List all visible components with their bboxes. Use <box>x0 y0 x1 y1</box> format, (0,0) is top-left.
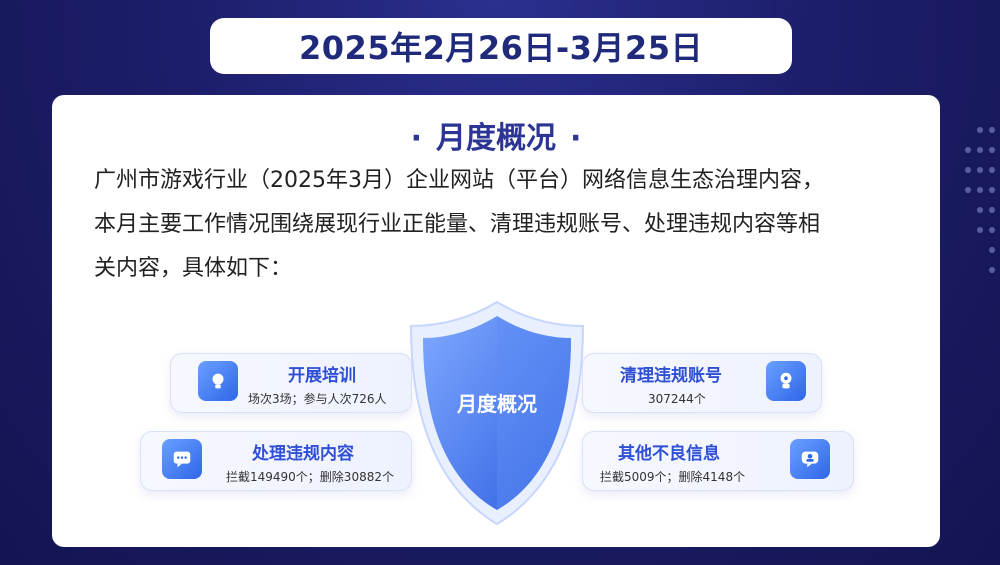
intro-line: 关内容，具体如下： <box>94 256 293 281</box>
date-range-text: 2025年2月26日-3月25日 <box>299 29 703 67</box>
card-title: · 月度概况 · <box>52 113 940 157</box>
intro-line: 广州市游戏行业（2025年3月）企业网站（平台）网络信息生态治理内容， <box>94 168 824 193</box>
content-detail: 拦截149490个；删除30882个 <box>226 470 394 484</box>
accounts-detail: 307244个 <box>648 392 706 406</box>
user-head-icon <box>766 361 806 401</box>
shield-graphic <box>409 300 585 526</box>
accounts-title: 清理违规账号 <box>620 366 722 386</box>
lightbulb-icon <box>198 361 238 401</box>
training-detail: 场次3场；参与人次726人 <box>248 392 387 406</box>
intro-line: 本月主要工作情况围绕展现行业正能量、清理违规账号、处理违规内容等相 <box>94 212 821 237</box>
content-title: 处理违规内容 <box>252 444 354 464</box>
date-range-banner: 2025年2月26日-3月25日 <box>210 18 792 74</box>
card-title-text: 月度概况 <box>436 121 556 156</box>
chat-bubble-icon <box>162 439 202 479</box>
shield-label: 月度概况 <box>457 392 537 416</box>
other-detail: 拦截5009个；删除4148个 <box>600 470 746 484</box>
overview-card: · 月度概况 · 广州市游戏行业（2025年3月）企业网站（平台）网络信息生态治理内… <box>52 95 940 547</box>
other-title: 其他不良信息 <box>618 444 720 464</box>
title-dot-right: · <box>570 121 582 156</box>
content-box <box>140 431 412 491</box>
chat-user-icon <box>790 439 830 479</box>
decorative-dots <box>965 127 995 273</box>
intro-paragraph: 广州市游戏行业（2025年3月）企业网站（平台）网络信息生态治理内容， 本月主要… <box>94 159 914 291</box>
training-title: 开展培训 <box>288 366 356 386</box>
title-dot-left: · <box>410 121 422 156</box>
